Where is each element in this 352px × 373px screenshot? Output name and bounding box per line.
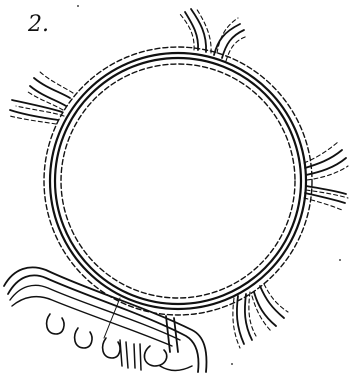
branch-right [304,142,348,210]
branch-bottom-right [233,284,288,348]
main-ring [44,47,312,315]
branch-left-upper [10,70,73,124]
bottom-left-band [4,267,206,372]
